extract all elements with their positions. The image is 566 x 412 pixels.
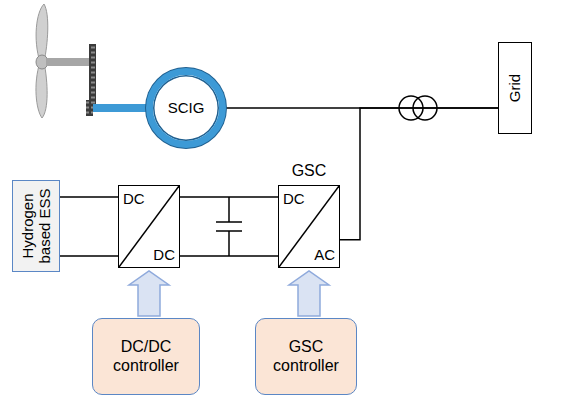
wire	[340, 108, 498, 240]
converter-side-label: DC	[153, 246, 175, 263]
grid-label: Grid	[506, 46, 523, 130]
converter-side-label: AC	[314, 246, 335, 263]
gear-small	[86, 100, 93, 116]
generator-shaft	[93, 104, 149, 112]
wire	[180, 197, 278, 256]
controller-label: DC/DC controller	[97, 338, 195, 375]
converter-box: DC DC	[118, 185, 180, 268]
control-arrow	[129, 271, 169, 316]
control-arrow	[289, 271, 329, 316]
converter-box: GSCDCAC	[278, 185, 340, 268]
generator-label: SCIG	[168, 99, 205, 116]
converter-side-label: DC	[283, 190, 305, 207]
wire	[60, 197, 118, 256]
gear-large	[89, 44, 96, 106]
converter-side-label: DC	[123, 190, 145, 207]
generator-circle: SCIG	[146, 68, 226, 148]
transformer-symbol	[399, 96, 437, 120]
capacitor-symbol	[216, 197, 242, 256]
storage-label: Hydrogen based ESS	[19, 184, 54, 268]
controller-box: DC/DC controller	[92, 318, 200, 395]
storage-box: Hydrogen based ESS	[12, 180, 60, 272]
grid-box: Grid	[498, 42, 532, 134]
controller-box: GSC controller	[255, 318, 357, 395]
converter-heading: GSC	[292, 162, 327, 180]
turbine-main-shaft	[46, 58, 90, 66]
controller-label: GSC controller	[260, 338, 352, 375]
